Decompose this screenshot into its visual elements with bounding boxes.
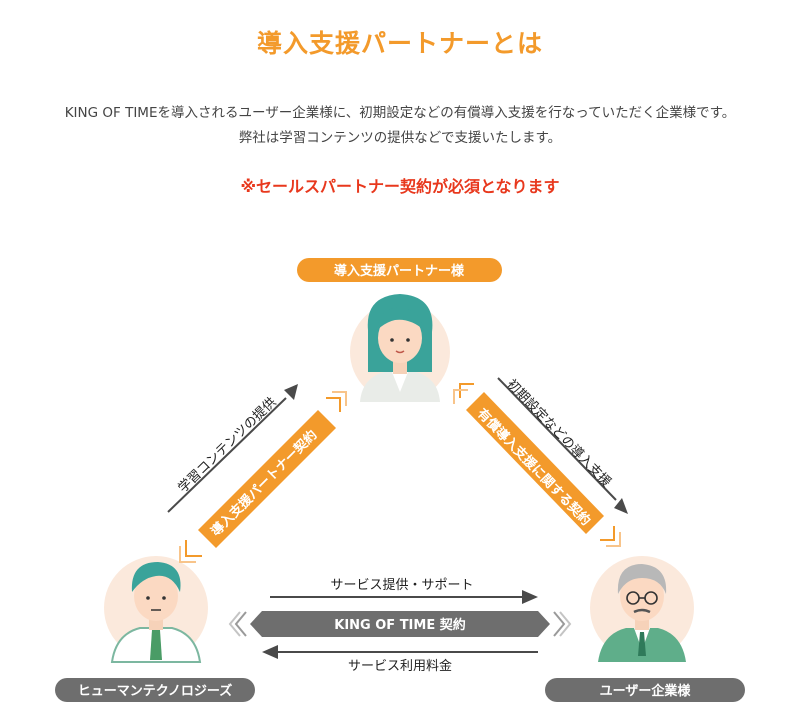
page-title: 導入支援パートナーとは [256,29,543,58]
user-label-pill [545,678,745,702]
partner-label-pill [297,258,502,282]
implementation-support-arrow [497,377,628,514]
service-support-arrow [270,590,538,604]
description-line-1: KING OF TIMEを導入されるユーザー企業様に、初期設定などの有償導入支援… [64,105,736,121]
contract-notice: ※セールスパートナー契約が必須となります [240,177,560,196]
paid-support-contract-label: 有償導入支援に関する契約 [474,406,594,529]
partner-avatar [350,294,450,402]
company-label-pill [55,678,255,702]
user-label: ユーザー企業様 [600,683,692,699]
king-of-time-contract-label: KING OF TIME 契約 [334,617,466,633]
user-avatar [590,556,694,662]
partner-label: 導入支援パートナー様 [334,263,465,279]
king-of-time-contract-band [228,611,572,637]
company-avatar [104,556,208,663]
partner-contract-band [179,391,347,563]
service-fee-arrow [262,645,538,659]
paid-support-contract-band [453,383,621,547]
description-line-2: 弊社は学習コンテンツの提供などで支援いたします。 [238,130,562,146]
service-fee-label: サービス利用料金 [348,658,452,674]
company-label: ヒューマンテクノロジーズ [78,683,233,699]
service-support-label: サービス提供・サポート [330,577,473,593]
learning-content-arrow [167,384,298,513]
